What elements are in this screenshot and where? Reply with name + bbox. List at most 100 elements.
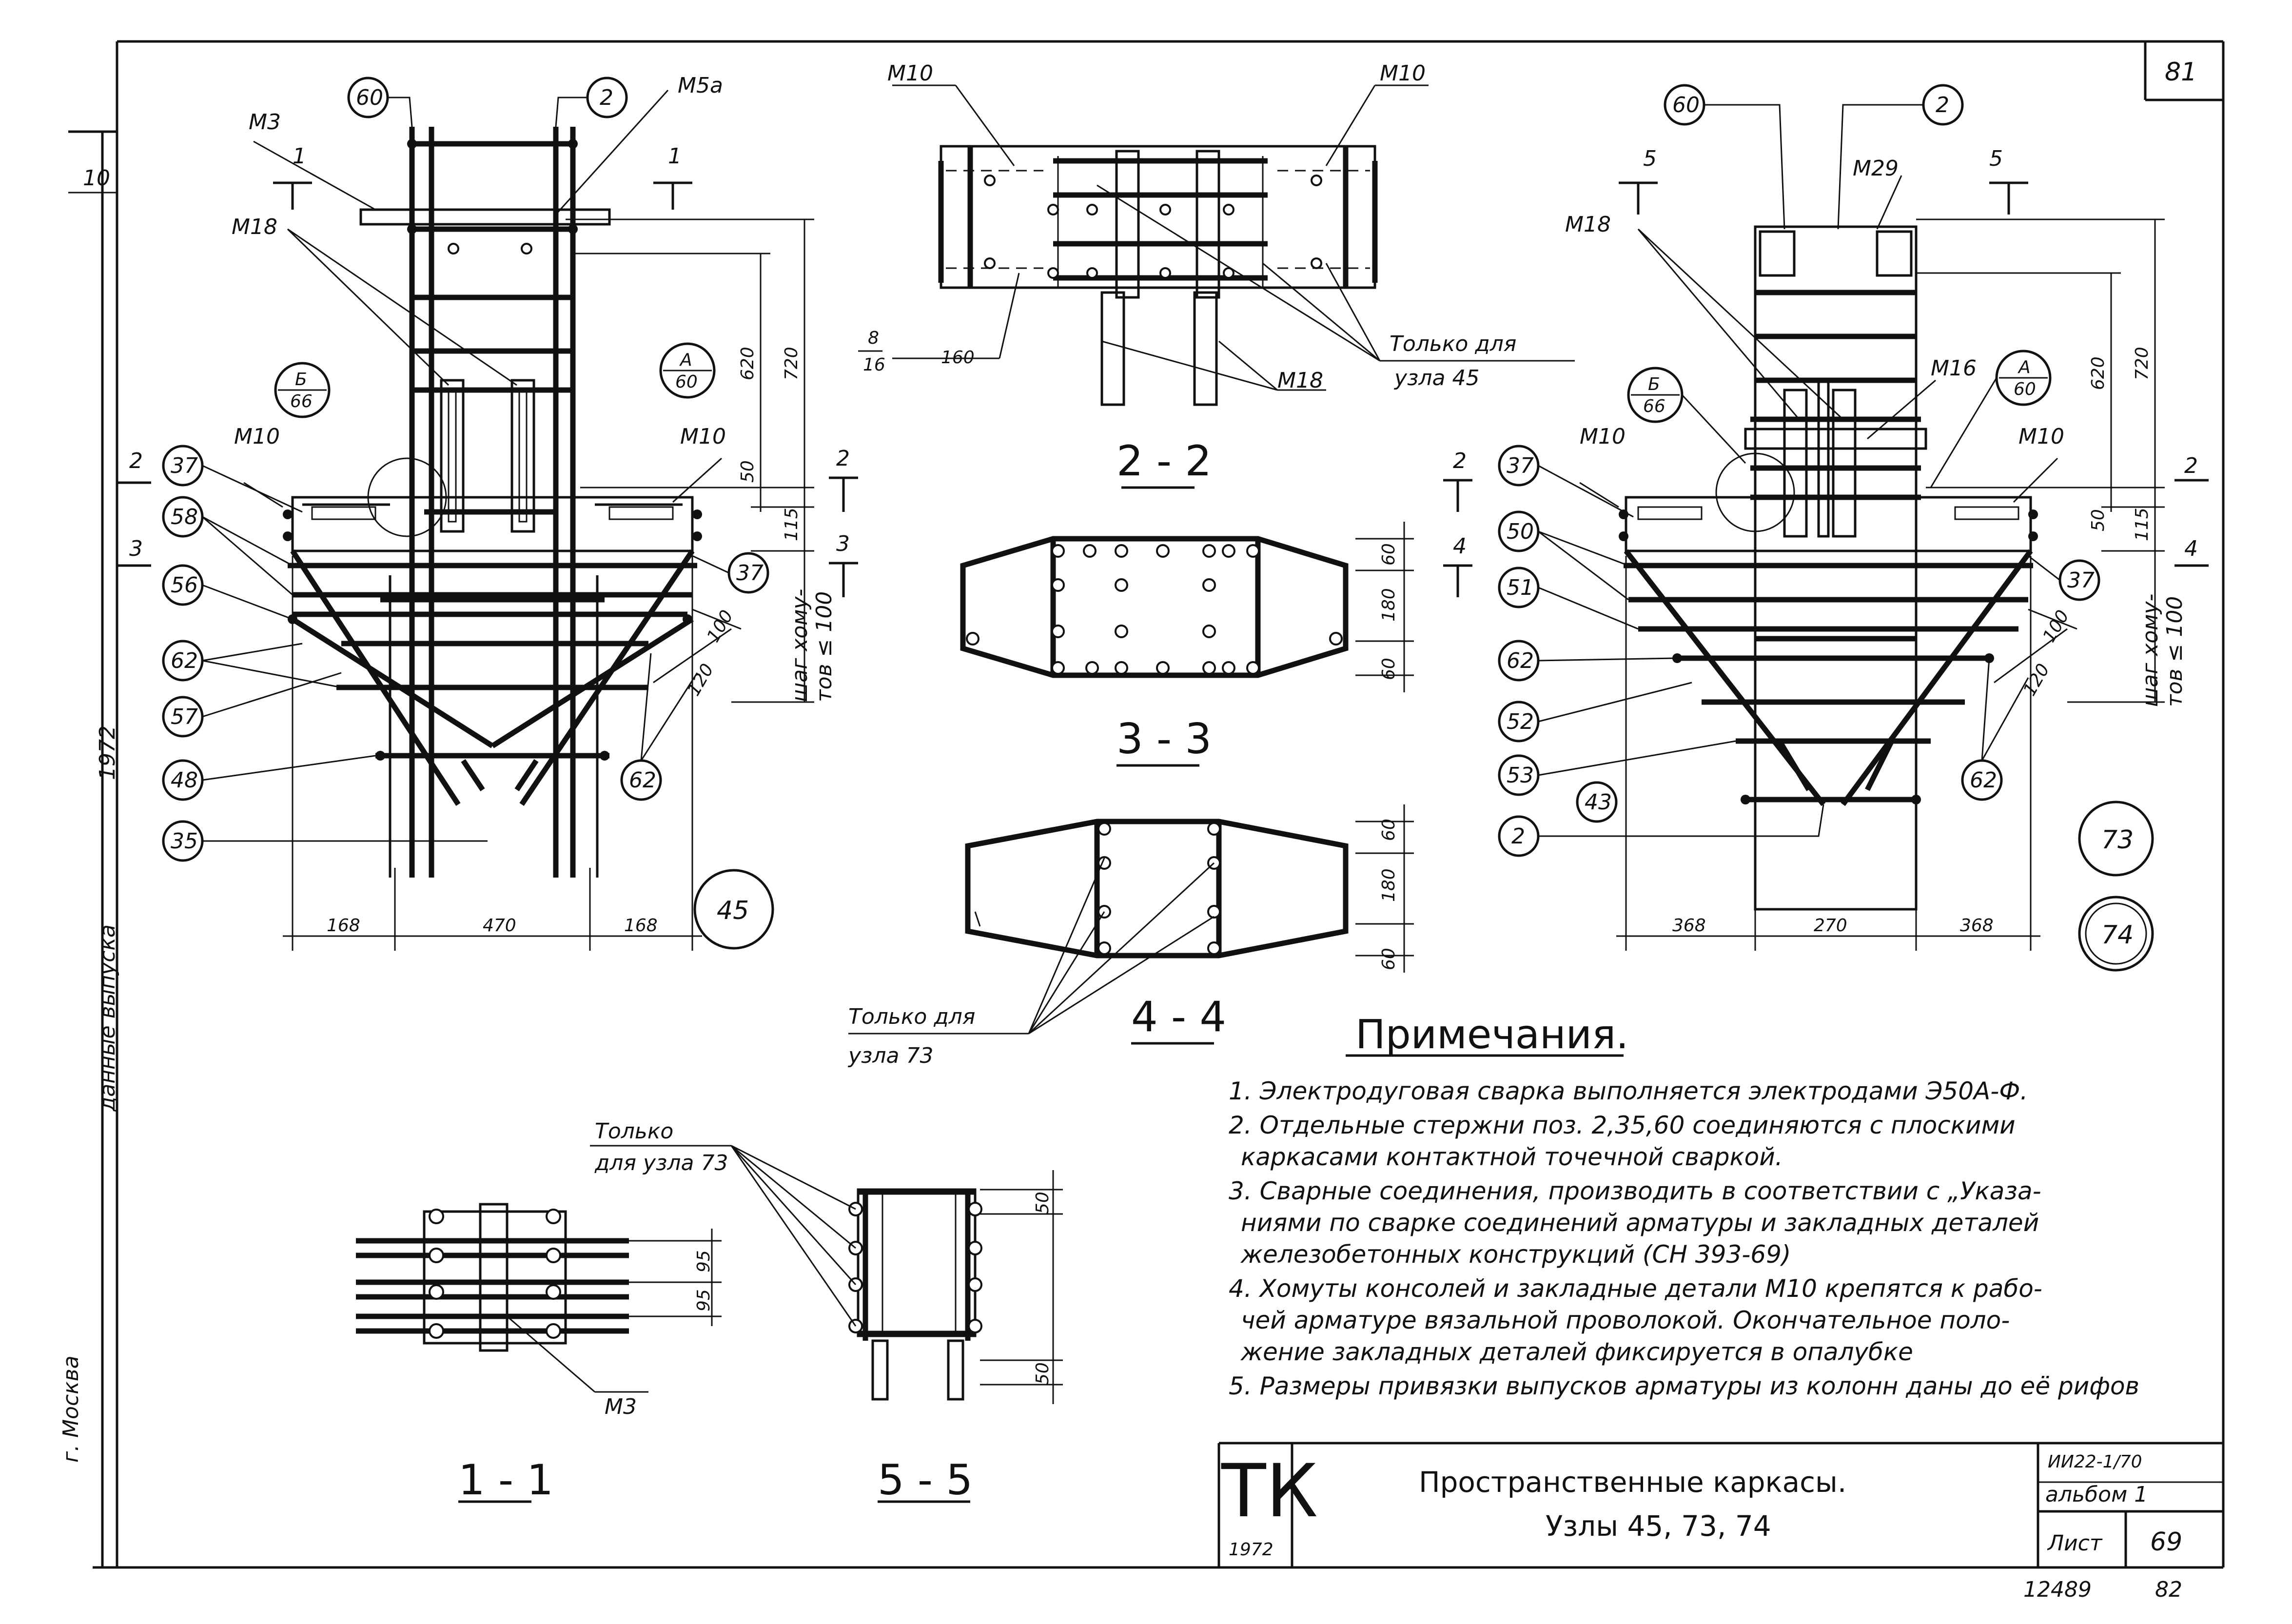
s55-dim-50-bottom: 50 — [1033, 1362, 1053, 1385]
dim-120: 120 — [684, 660, 718, 699]
s22-m10-right: М10 — [1380, 61, 1426, 86]
page-corner-number: 81 — [2165, 58, 2197, 87]
callout-48: 48 — [171, 768, 198, 793]
callout-2: 2 — [600, 85, 613, 110]
label-m18: М18 — [232, 215, 277, 239]
r-dim-width-left: 368 — [1672, 916, 1706, 936]
left-margin-stamp: данные выпуска — [95, 924, 120, 1112]
node-45-drawing — [117, 77, 858, 951]
s33-dim-180: 180 — [1379, 588, 1399, 622]
note-line-10: 5. Размеры привязки выпусков арматуры из… — [1229, 1372, 2139, 1400]
callout-60: 60 — [356, 85, 383, 110]
ref-a-bottom: 60 — [675, 372, 698, 392]
title-line-2: Узлы 45, 73, 74 — [1546, 1509, 1771, 1543]
s11-for-node: для узла 73 — [594, 1151, 728, 1175]
s22-only-node: узла 45 — [1393, 366, 1480, 391]
s22-frac-bottom: 16 — [863, 355, 885, 375]
callout-56: 56 — [171, 573, 198, 598]
s44-only-node: узла 73 — [847, 1043, 934, 1068]
s33-dim-60-top: 60 — [1379, 543, 1399, 566]
bottom-page: 82 — [2155, 1577, 2182, 1602]
s44-only-for: Только для — [848, 1004, 975, 1029]
label-m10-right: М10 — [680, 424, 726, 449]
section-1-1-drawing — [356, 1145, 731, 1503]
s44-dim-180: 180 — [1379, 868, 1399, 902]
bottom-code: 12489 — [2023, 1577, 2092, 1602]
r-dim-50: 50 — [2088, 509, 2108, 531]
section-title-1-1: 1 - 1 — [458, 1456, 553, 1505]
r-ref-b-bottom: 66 — [1643, 396, 1665, 416]
dim-width-right: 168 — [624, 916, 658, 936]
s11-only: Только — [595, 1119, 673, 1144]
cut-mark-1: 1 — [293, 144, 306, 169]
s11-m3: М3 — [605, 1394, 637, 1419]
r-dim-width-right: 368 — [1960, 916, 1994, 936]
s33-dim-60-bottom: 60 — [1379, 658, 1399, 680]
sheet-label: Лист — [2047, 1531, 2103, 1556]
r-dim-120: 120 — [2019, 660, 2054, 699]
ref-b-bottom: 66 — [290, 391, 313, 411]
r-callout-53: 53 — [1507, 763, 1534, 788]
s22-m18: М18 — [1277, 368, 1323, 393]
section-title-4-4: 4 - 4 — [1131, 993, 1226, 1041]
s11-dim-95-top: 95 — [694, 1250, 714, 1272]
r-dim-620: 620 — [2088, 356, 2108, 390]
s44-dim-60-top: 60 — [1379, 819, 1399, 841]
title-block-org: ТК — [1221, 1449, 1318, 1534]
section-title-3-3: 3 - 3 — [1117, 715, 1212, 763]
s22-frac-top: 8 — [868, 328, 879, 348]
note-line-2: 2. Отдельные стержни поз. 2,35,60 соедин… — [1229, 1111, 2016, 1139]
dim-50: 50 — [738, 460, 758, 483]
note-line-6: железобетонных конструкций (СН 393-69) — [1240, 1240, 1791, 1269]
title-block-year: 1972 — [1229, 1540, 1273, 1560]
r-callout-62: 62 — [1507, 648, 1534, 673]
r-callout-37: 37 — [1507, 453, 1534, 478]
sheet-frame — [68, 40, 2225, 1569]
s22-only-for: Только для — [1390, 332, 1516, 356]
r-cut-mark-5b: 5 — [1989, 146, 2003, 171]
cut-mark-1b: 1 — [668, 144, 682, 169]
s11-dim-95-bottom: 95 — [694, 1289, 714, 1311]
dim-100: 100 — [703, 607, 737, 646]
cut-mark-3-right: 3 — [836, 531, 850, 556]
r-label-m18: М18 — [1565, 212, 1611, 237]
callout-57: 57 — [171, 704, 198, 729]
cut-mark-3: 3 — [129, 536, 143, 561]
label-m10-left: М10 — [234, 424, 280, 449]
r-callout-2: 2 — [1936, 93, 1949, 117]
sheet-number: 69 — [2150, 1527, 2182, 1557]
r-cut-mark-4: 4 — [1453, 534, 1467, 559]
note-line-4: 3. Сварные соединения, производить в соо… — [1229, 1177, 2041, 1205]
node-number-45: 45 — [717, 896, 749, 925]
s44-dim-60-bottom: 60 — [1379, 948, 1399, 970]
r-callout-2-bottom: 2 — [1511, 824, 1525, 849]
note-line-3: каркасами контактной точечной сваркой. — [1241, 1143, 1783, 1171]
r-cut-mark-5: 5 — [1643, 146, 1657, 171]
callout-37-right: 37 — [736, 561, 764, 586]
node-number-73: 73 — [2101, 825, 2134, 855]
note-line-8: чей арматуре вязальной проволокой. Оконч… — [1241, 1306, 2010, 1334]
album-label: альбом 1 — [2045, 1482, 2148, 1507]
r-label-m16: М16 — [1931, 356, 1977, 381]
dim-620: 620 — [738, 347, 758, 380]
r-label-m10-left: М10 — [1580, 424, 1626, 449]
callout-58: 58 — [171, 505, 198, 529]
callout-62-right: 62 — [629, 768, 656, 793]
album-code: ИИ22-1/70 — [2048, 1452, 2142, 1472]
ref-b-top: Б — [295, 370, 307, 390]
stirrup-step-line2: тов ≤ 100 — [812, 591, 837, 702]
callout-62: 62 — [171, 648, 198, 673]
note-line-7: 4. Хомуты консолей и закладные детали М1… — [1229, 1274, 2042, 1303]
r-callout-62-right: 62 — [1970, 768, 1997, 793]
section-5-5-drawing — [730, 1145, 1063, 1503]
callout-35: 35 — [171, 829, 198, 854]
notes-heading: Примечания. — [1355, 1012, 1628, 1058]
s55-dim-50-top: 50 — [1033, 1192, 1053, 1214]
r-callout-52: 52 — [1507, 709, 1534, 734]
stirrup-step-line1: шаг хому- — [787, 589, 812, 702]
dim-115: 115 — [782, 508, 802, 541]
left-margin-city: г. Москва — [59, 1355, 83, 1463]
r-dim-100: 100 — [2039, 607, 2073, 646]
